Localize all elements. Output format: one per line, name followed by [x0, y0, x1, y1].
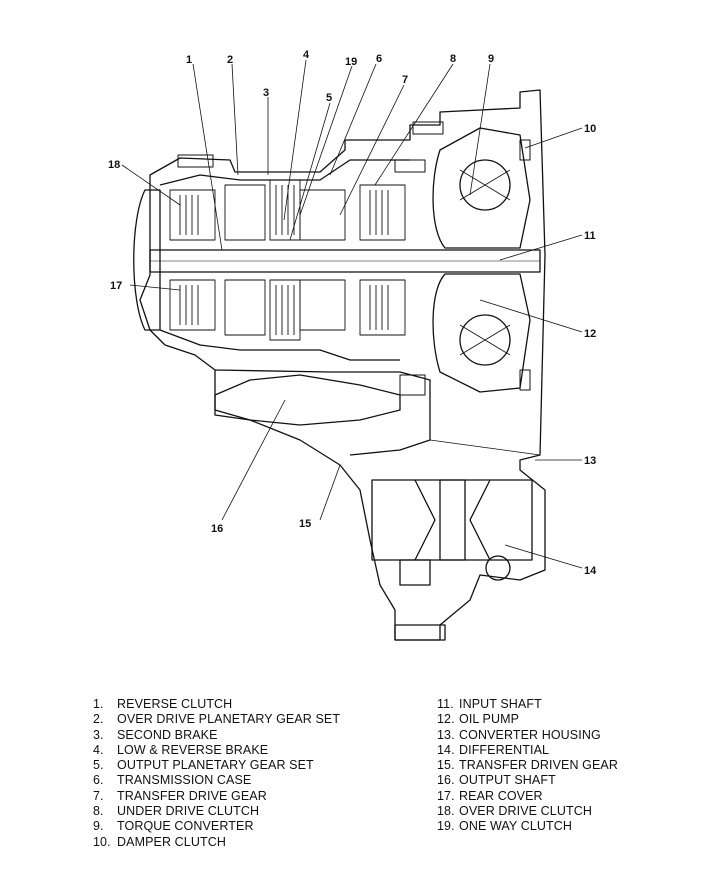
legend-label: TRANSFER DRIVEN GEAR: [459, 758, 618, 773]
callout-16: 16: [211, 523, 223, 535]
callout-9: 9: [488, 53, 494, 65]
legend-item: 12. OIL PUMP: [437, 712, 618, 727]
legend-item: 13. CONVERTER HOUSING: [437, 728, 618, 743]
legend-label: ONE WAY CLUTCH: [459, 819, 572, 834]
callout-1: 1: [186, 54, 192, 66]
legend-item: 9. TORQUE CONVERTER: [93, 819, 340, 834]
legend-label: TRANSFER DRIVE GEAR: [117, 788, 267, 803]
clutch-packs-lower: [169, 279, 406, 341]
legend-number: 17.: [437, 788, 455, 803]
legend-number: 19.: [437, 819, 455, 834]
legend-number: 12.: [437, 712, 455, 727]
legend-number: 5.: [93, 758, 104, 773]
legend-number: 13.: [437, 727, 455, 742]
legend-number: 2.: [93, 712, 104, 727]
legend-item: 7. TRANSFER DRIVE GEAR: [93, 789, 340, 804]
legend-item: 3. SECOND BRAKE: [93, 728, 340, 743]
legend-label: SECOND BRAKE: [117, 727, 218, 742]
legend-label: OVER DRIVE PLANETARY GEAR SET: [117, 712, 341, 727]
legend-item: 16. OUTPUT SHAFT: [437, 773, 618, 788]
legend-number: 4.: [93, 742, 104, 757]
legend-number: 10.: [93, 834, 111, 849]
callout-14: 14: [584, 565, 597, 577]
legend-item: 17. REAR COVER: [437, 789, 618, 804]
legend-label: OUTPUT PLANETARY GEAR SET: [117, 758, 314, 773]
legend-label: TRANSMISSION CASE: [117, 773, 252, 788]
legend-label: LOW & REVERSE BRAKE: [117, 742, 269, 757]
callout-18: 18: [108, 159, 120, 171]
callout-3: 3: [263, 87, 269, 99]
callout-11: 11: [584, 230, 596, 242]
legend-item: 15. TRANSFER DRIVEN GEAR: [437, 758, 618, 773]
callout-7: 7: [402, 74, 408, 86]
legend-label: REAR COVER: [459, 788, 543, 803]
rear-cover-shape: [133, 189, 161, 331]
legend-label: INPUT SHAFT: [459, 697, 542, 711]
legend-item: 19. ONE WAY CLUTCH: [437, 819, 618, 834]
callout-10: 10: [584, 123, 596, 135]
bolt-shapes: [177, 121, 531, 396]
callout-5: 5: [326, 92, 332, 104]
legend-item: 6. TRANSMISSION CASE: [93, 773, 340, 788]
torque-converter-shape: [432, 127, 531, 393]
legend-label: OVER DRIVE CLUTCH: [459, 804, 592, 819]
legend-label: TORQUE CONVERTER: [117, 819, 254, 834]
legend-left-column: 1. REVERSE CLUTCH 2. OVER DRIVE PLANETARY …: [93, 697, 340, 850]
legend-item: 8. UNDER DRIVE CLUTCH: [93, 804, 340, 819]
legend-label: REVERSE CLUTCH: [117, 697, 233, 711]
legend-number: 8.: [93, 804, 104, 819]
legend-item: 18. OVER DRIVE CLUTCH: [437, 804, 618, 819]
legend-number: 15.: [437, 758, 455, 773]
legend-label: DIFFERENTIAL: [459, 742, 550, 757]
legend-label: CONVERTER HOUSING: [459, 727, 601, 742]
output-shaft-shape: [214, 374, 401, 426]
legend-number: 18.: [437, 804, 455, 819]
legend-number: 9.: [93, 819, 104, 834]
clutch-packs-upper: [169, 179, 406, 241]
leader-lines: [121, 59, 583, 569]
legend-number: 1.: [93, 697, 104, 711]
legend-number: 16.: [437, 773, 455, 788]
legend-number: 7.: [93, 788, 104, 803]
differential-shape: [371, 479, 533, 641]
callout-19: 19: [345, 56, 357, 68]
legend-number: 11.: [437, 697, 454, 711]
callout-13: 13: [584, 455, 596, 467]
legend-item: 10. DAMPER CLUTCH: [93, 835, 340, 850]
legend-label: UNDER DRIVE CLUTCH: [117, 804, 260, 819]
callout-6: 6: [376, 53, 382, 65]
callout-4: 4: [303, 49, 310, 61]
callout-15: 15: [299, 518, 311, 530]
transaxle-cross-section-diagram: 1 2 3 4 5 6 7 8 9 10 11 12 13 14 15 16 1…: [108, 49, 597, 641]
legend-item: 1. REVERSE CLUTCH: [93, 697, 340, 712]
legend-number: 3.: [93, 727, 104, 742]
legend-item: 14. DIFFERENTIAL: [437, 743, 618, 758]
callout-numbers: 1 2 3 4 5 6 7 8 9 10 11 12 13 14 15 16 1…: [108, 49, 597, 577]
legend-item: 11. INPUT SHAFT: [437, 697, 618, 712]
legend-label: OIL PUMP: [459, 712, 520, 727]
legend-label: OUTPUT SHAFT: [459, 773, 556, 788]
callout-2: 2: [227, 54, 233, 66]
legend-item: 2. OVER DRIVE PLANETARY GEAR SET: [93, 712, 340, 727]
legend-right-column: 11. INPUT SHAFT 12. OIL PUMP 13. CONVERTER …: [437, 697, 618, 835]
callout-8: 8: [450, 53, 456, 65]
legend-item: 5. OUTPUT PLANETARY GEAR SET: [93, 758, 340, 773]
legend-item: 4. LOW & REVERSE BRAKE: [93, 743, 340, 758]
callout-17: 17: [110, 280, 122, 292]
legend-number: 14.: [437, 742, 455, 757]
legend-number: 6.: [93, 773, 104, 788]
callout-12: 12: [584, 328, 596, 340]
legend-label: DAMPER CLUTCH: [117, 834, 226, 849]
